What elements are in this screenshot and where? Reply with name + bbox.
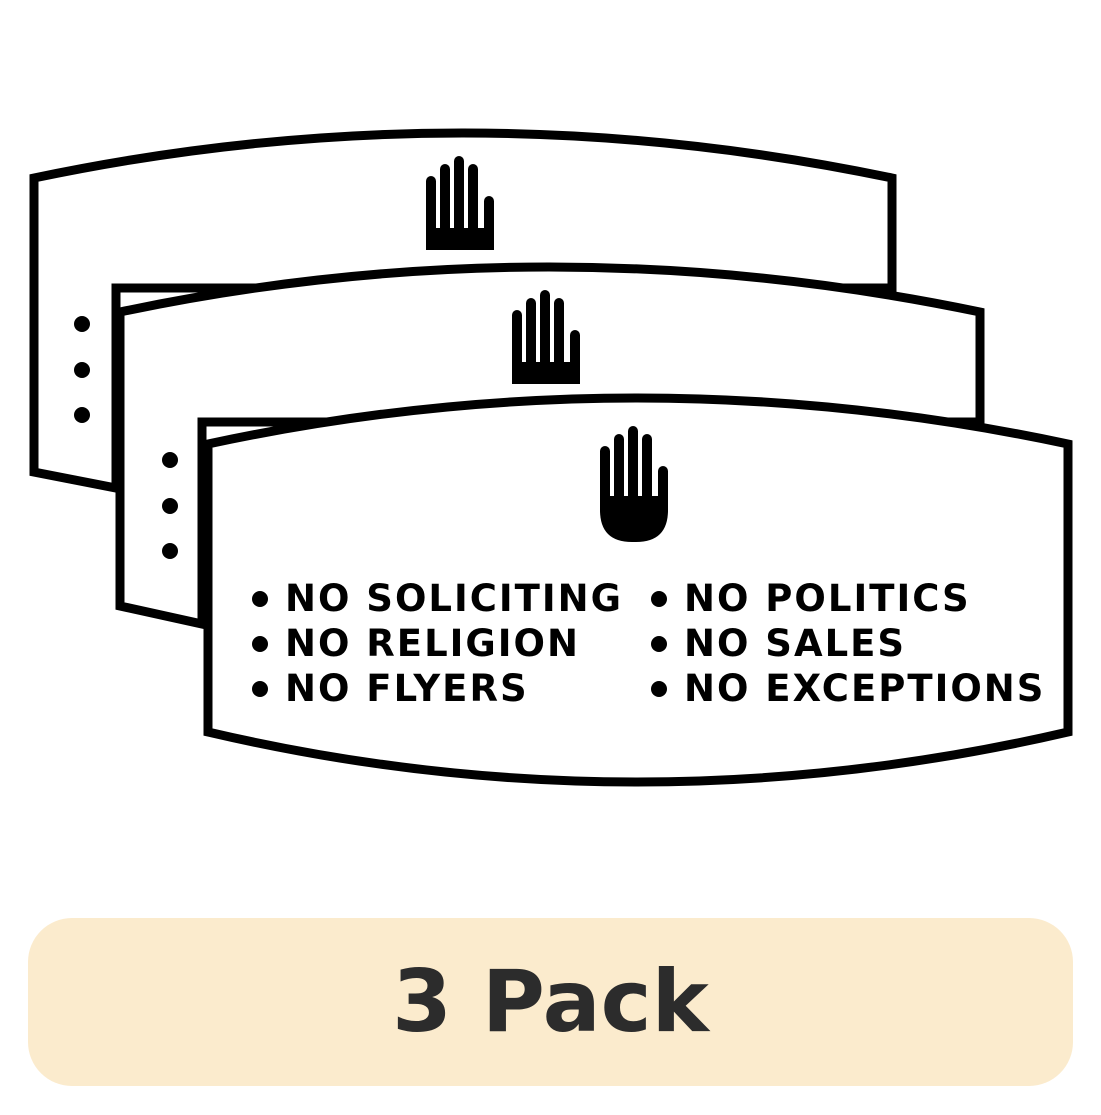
rule-label: NO SOLICITING xyxy=(285,577,624,620)
bullet-dot xyxy=(651,680,667,697)
rule-item: NO POLITICS xyxy=(651,576,1031,621)
bullet-dot xyxy=(651,590,667,607)
bullet-dot xyxy=(74,407,90,423)
rule-label: NO EXCEPTIONS xyxy=(684,667,1046,710)
bullet-dot xyxy=(252,635,268,652)
sign-outline xyxy=(203,393,1073,787)
bullet-dot xyxy=(252,680,268,697)
bullet-dot xyxy=(162,498,178,514)
bullet-dot xyxy=(252,590,268,607)
bullet-dot xyxy=(74,316,90,332)
rule-label: NO POLITICS xyxy=(684,577,971,620)
pack-label: 3 Pack xyxy=(392,952,709,1052)
product-image: NO SOLICITING NO RELIGION NO FLYERS NO P… xyxy=(29,118,1074,806)
raised-hand-icon xyxy=(512,290,584,390)
bullet-dot xyxy=(162,452,178,468)
pack-banner: 3 Pack xyxy=(28,918,1073,1086)
sign-outline xyxy=(29,128,897,494)
bullet-dot xyxy=(162,543,178,559)
bullet-dot xyxy=(74,362,90,378)
bullet-dot xyxy=(651,635,667,652)
sign-back xyxy=(29,118,900,498)
rules-column-left: NO SOLICITING NO RELIGION NO FLYERS xyxy=(252,576,632,711)
rule-item: NO FLYERS xyxy=(252,666,632,711)
raised-hand-icon xyxy=(426,156,498,256)
rule-item: NO SOLICITING xyxy=(252,576,632,621)
rule-label: NO SALES xyxy=(684,622,907,665)
rule-item: NO SALES xyxy=(651,621,1031,666)
sign-outline xyxy=(115,262,985,630)
raised-hand-icon xyxy=(600,426,672,542)
rule-label: NO FLYERS xyxy=(285,667,529,710)
rules-list: NO SOLICITING NO RELIGION NO FLYERS NO P… xyxy=(252,576,1043,716)
sign-middle xyxy=(115,252,986,632)
rule-item: NO EXCEPTIONS xyxy=(651,666,1043,711)
rules-column-right: NO POLITICS NO SALES NO EXCEPTIONS xyxy=(651,576,1043,711)
rule-label: NO RELIGION xyxy=(285,622,580,665)
sign-front: NO SOLICITING NO RELIGION NO FLYERS NO P… xyxy=(203,386,1074,806)
rule-item: NO RELIGION xyxy=(252,621,632,666)
